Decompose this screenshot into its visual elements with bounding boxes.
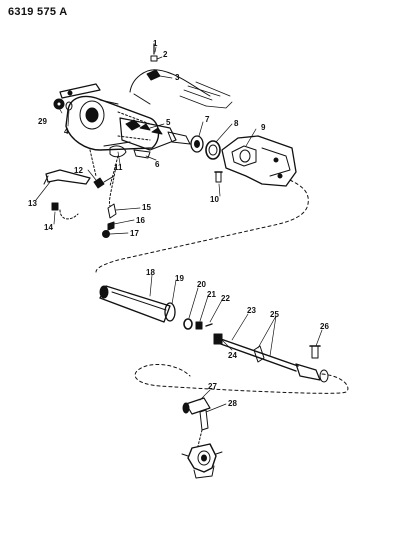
callout-1: 1 <box>153 39 158 48</box>
coupling-assembly <box>181 397 223 479</box>
callout-23: 23 <box>247 306 256 315</box>
callout-leaders <box>35 46 323 413</box>
callout-20: 20 <box>197 280 206 289</box>
callout-28: 28 <box>228 399 237 408</box>
callout-19: 19 <box>175 274 184 283</box>
intermediate-shaft-assembly <box>99 285 329 383</box>
callout-27: 27 <box>208 382 217 391</box>
callout-22: 22 <box>221 294 230 303</box>
callout-9: 9 <box>261 123 266 132</box>
callout-26: 26 <box>320 322 329 331</box>
callout-24: 24 <box>228 351 237 360</box>
callout-14: 14 <box>44 223 53 232</box>
callout-18: 18 <box>146 268 155 277</box>
part-number-label: 6319 575 A <box>8 6 68 18</box>
callout-21: 21 <box>207 290 216 299</box>
callout-15: 15 <box>142 203 151 212</box>
assembly-flow-loop <box>134 363 349 394</box>
assembly-flow-line <box>95 179 309 273</box>
column-housing-assembly <box>43 43 297 238</box>
callout-29: 29 <box>38 117 47 126</box>
callout-13: 13 <box>28 199 37 208</box>
callout-11: 11 <box>114 163 123 172</box>
callout-5: 5 <box>166 118 171 127</box>
callout-16: 16 <box>136 216 145 225</box>
callout-10: 10 <box>210 195 219 204</box>
callout-4: 4 <box>64 127 69 136</box>
callout-17: 17 <box>130 229 139 238</box>
callout-3: 3 <box>175 73 180 82</box>
callout-12: 12 <box>74 166 83 175</box>
callout-7: 7 <box>205 115 210 124</box>
callout-8: 8 <box>234 119 239 128</box>
callout-25: 25 <box>270 310 279 319</box>
callout-2: 2 <box>163 50 168 59</box>
callout-6: 6 <box>155 160 160 169</box>
